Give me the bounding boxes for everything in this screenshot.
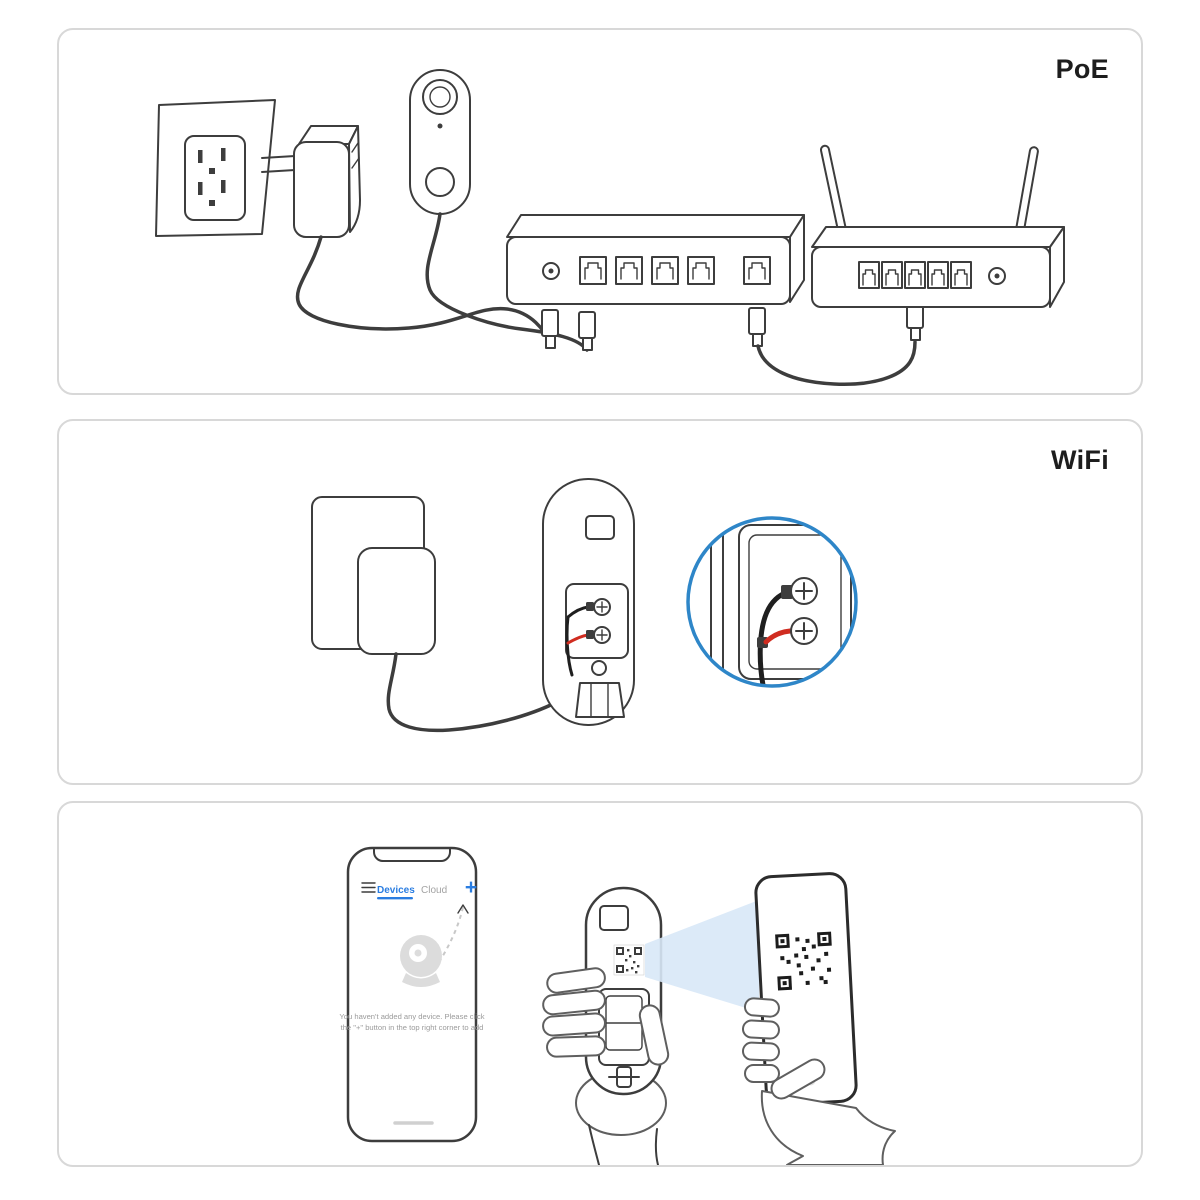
magnifier-circle bbox=[686, 516, 858, 688]
terminal-screw-top bbox=[593, 598, 611, 616]
doorbell-qr-code bbox=[613, 944, 645, 976]
panel-wifi-title: WiFi bbox=[1051, 445, 1109, 475]
tab-cloud: Cloud bbox=[421, 885, 447, 896]
add-button: + bbox=[465, 876, 477, 899]
rj45-plug-3 bbox=[748, 307, 766, 347]
tab-devices: Devices bbox=[377, 885, 415, 896]
power-adapter bbox=[357, 547, 436, 655]
phone-qr-code bbox=[775, 931, 834, 991]
router-power-port bbox=[988, 267, 1006, 285]
camera-illustration bbox=[400, 935, 442, 987]
rj45-plug-4 bbox=[906, 301, 924, 341]
tab-devices-underline bbox=[377, 897, 413, 900]
empty-state-line1: You haven't added any device. Please cli… bbox=[339, 1012, 484, 1021]
right-hand bbox=[741, 997, 896, 1165]
panel-poe: PoE bbox=[57, 28, 1143, 395]
panel-wifi: WiFi bbox=[57, 419, 1143, 785]
switch-ethernet-ports bbox=[579, 256, 771, 285]
switch-router-cable bbox=[756, 340, 917, 386]
mount-cutout bbox=[599, 905, 629, 931]
plug-prongs bbox=[261, 155, 296, 173]
mount-hole bbox=[591, 660, 607, 676]
doorbell-back bbox=[542, 478, 635, 726]
rj45-plug-2 bbox=[578, 311, 596, 351]
wire-feed bbox=[565, 615, 574, 677]
zoom-content bbox=[710, 518, 852, 686]
terminal-plate bbox=[565, 583, 629, 659]
left-hand-fingers bbox=[542, 967, 607, 1058]
router-ethernet-ports bbox=[858, 261, 972, 289]
wall-outlet bbox=[155, 99, 276, 237]
scanning-phone bbox=[754, 872, 858, 1106]
power-adapter bbox=[261, 125, 361, 238]
router-antenna-left bbox=[819, 144, 847, 234]
doorbell-lens bbox=[422, 79, 458, 115]
doorbell-button bbox=[425, 167, 455, 197]
right-hand-thumb bbox=[770, 1058, 826, 1100]
zoom-wire-red bbox=[763, 628, 793, 645]
doorbell-camera bbox=[409, 69, 471, 215]
zoom-screw-bottom bbox=[790, 617, 818, 645]
dc-port bbox=[542, 262, 560, 280]
phone-notch bbox=[373, 848, 451, 862]
wifi-router bbox=[811, 144, 1065, 308]
app-setup-diagram: + Devices Cloud You haven't added any de… bbox=[339, 846, 896, 1165]
dashed-arrow-head bbox=[457, 904, 469, 914]
poe-switch bbox=[506, 214, 805, 305]
poe-diagram bbox=[155, 69, 1065, 386]
mount-cutout bbox=[585, 515, 615, 540]
router-antenna-right bbox=[1015, 146, 1039, 234]
zoom-ring bbox=[686, 516, 858, 688]
zoom-wire-black bbox=[757, 590, 788, 686]
panel-app-setup: + Devices Cloud You haven't added any de… bbox=[57, 801, 1143, 1167]
right-hand-palm bbox=[760, 1090, 896, 1165]
rj45-plug-1 bbox=[541, 309, 559, 349]
left-hand-thumb bbox=[638, 1004, 670, 1066]
terminal-screw-bottom bbox=[593, 626, 611, 644]
scan-beam bbox=[645, 900, 759, 1012]
bottom-bracket bbox=[608, 1066, 640, 1088]
panel-poe-title: PoE bbox=[1055, 54, 1109, 84]
cable-clamp bbox=[575, 682, 625, 718]
app-phone: + Devices Cloud You haven't added any de… bbox=[339, 846, 485, 1143]
empty-state-line2: the "+" button in the top right corner t… bbox=[341, 1023, 484, 1032]
adapter-cable bbox=[295, 235, 552, 346]
menu-icon bbox=[361, 882, 376, 893]
zoom-screw-top bbox=[790, 577, 818, 605]
wifi-diagram bbox=[311, 478, 858, 733]
